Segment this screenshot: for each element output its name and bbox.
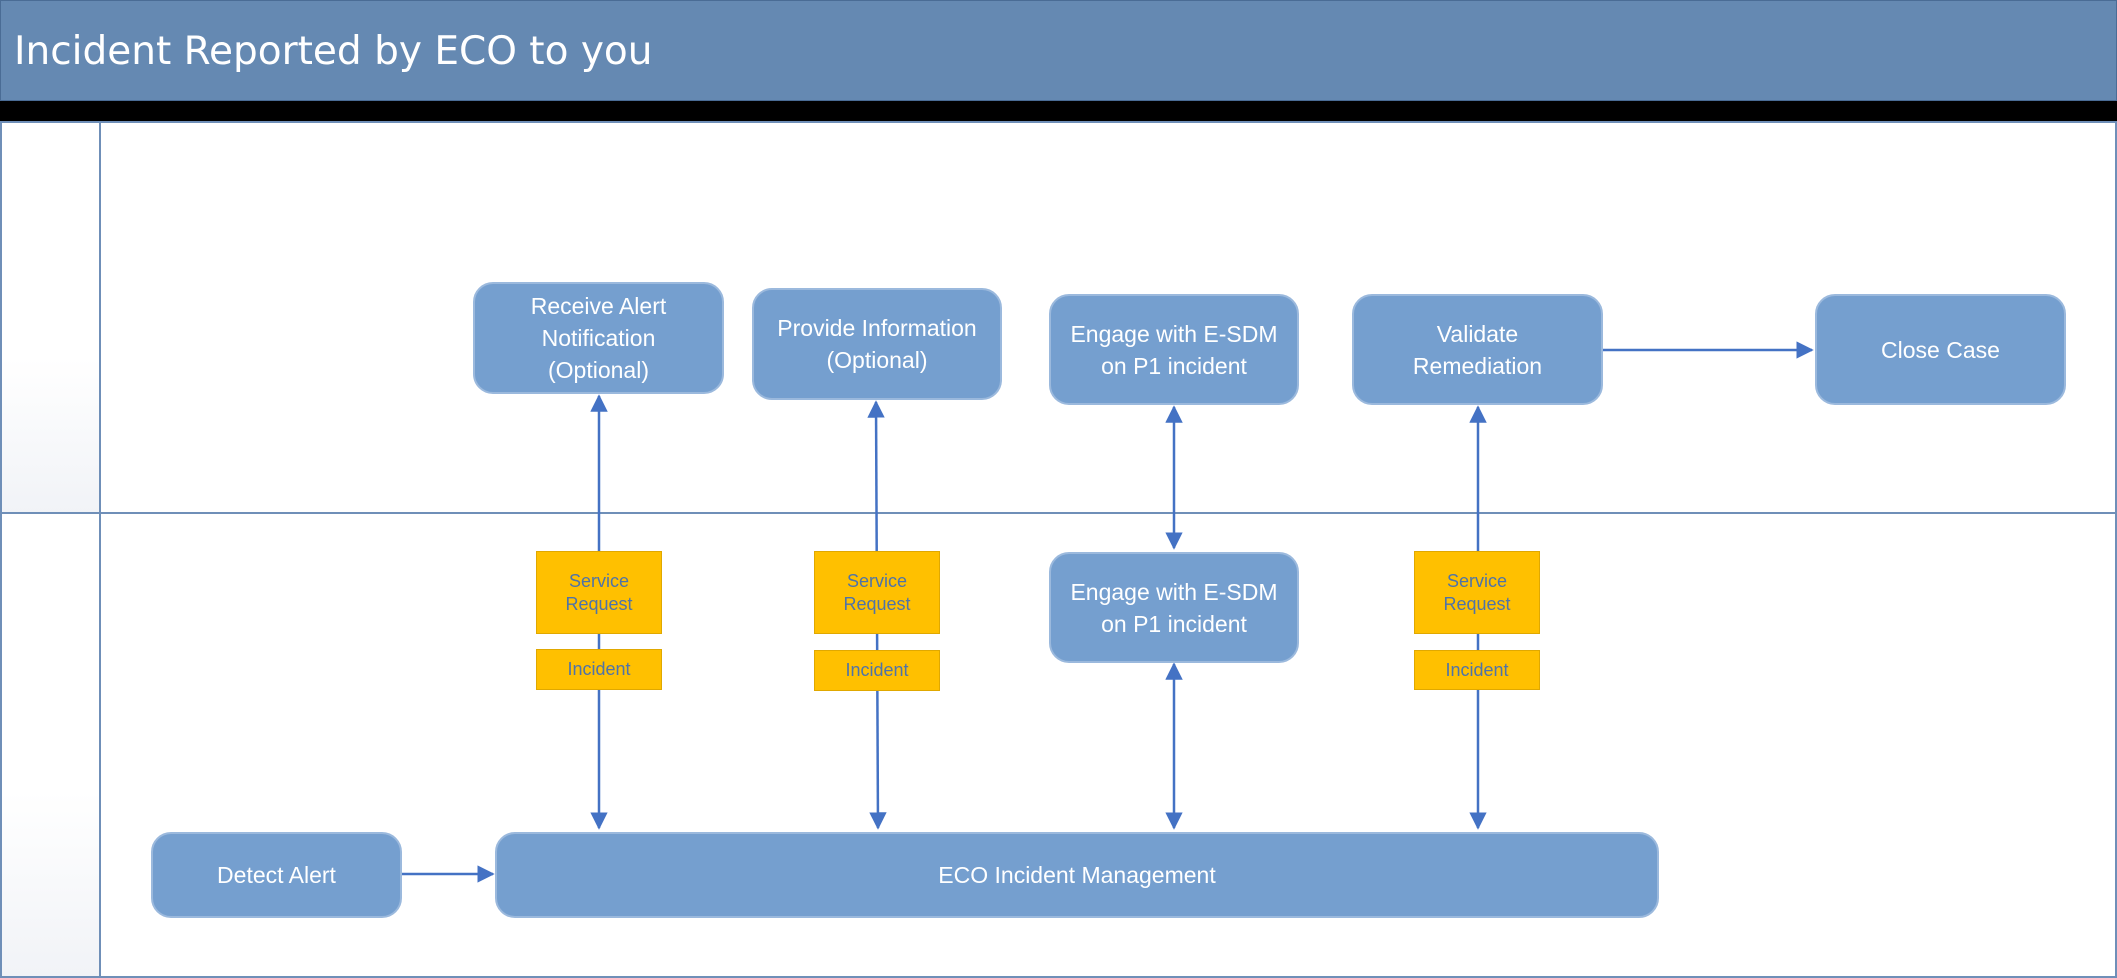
- eco-incident-management-box: ECO Incident Management: [495, 832, 1659, 918]
- swimlane-top-label: [2, 123, 101, 514]
- swimlane-top: [0, 121, 2117, 514]
- service-request-tag: Service Request: [814, 551, 940, 634]
- provide-information-box: Provide Information (Optional): [752, 288, 1002, 400]
- swimlane-bottom: [0, 512, 2117, 978]
- engage-esdm-bottom-box: Engage with E-SDM on P1 incident: [1049, 552, 1299, 663]
- receive-alert-box: Receive Alert Notification (Optional): [473, 282, 724, 394]
- incident-tag: Incident: [814, 650, 940, 691]
- swimlane-bottom-label: [2, 514, 101, 976]
- detect-alert-box: Detect Alert: [151, 832, 402, 918]
- page-title: Incident Reported by ECO to you: [14, 29, 653, 74]
- incident-tag: Incident: [1414, 650, 1540, 690]
- close-case-box: Close Case: [1815, 294, 2066, 405]
- engage-esdm-top-box: Engage with E-SDM on P1 incident: [1049, 294, 1299, 405]
- service-request-tag: Service Request: [1414, 551, 1540, 634]
- title-bar: Incident Reported by ECO to you: [0, 0, 2117, 101]
- service-request-tag: Service Request: [536, 551, 662, 634]
- validate-remediation-box: Validate Remediation: [1352, 294, 1603, 405]
- incident-tag: Incident: [536, 649, 662, 690]
- header-divider: [0, 101, 2117, 121]
